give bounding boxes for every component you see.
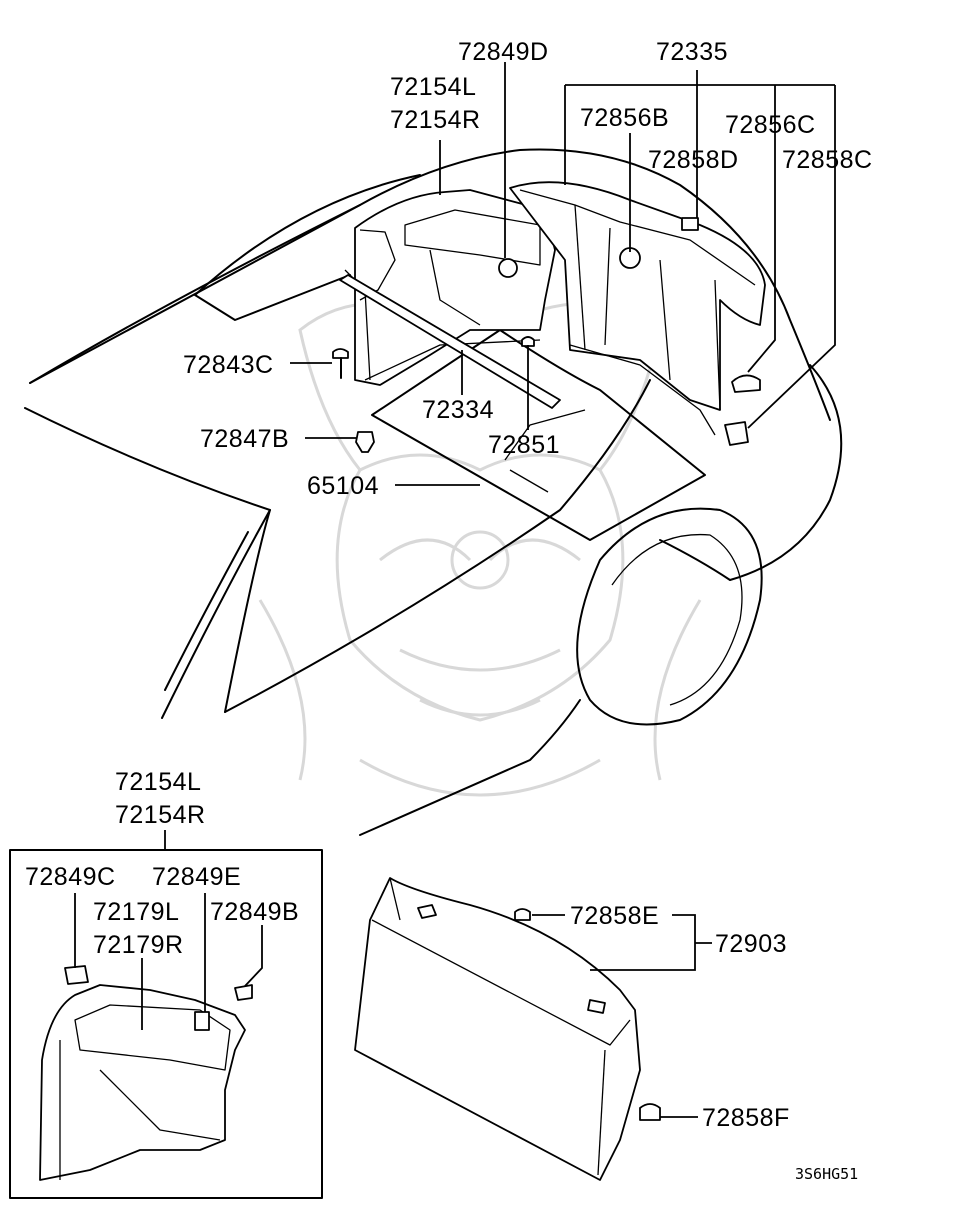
label-72154R-bottom: 72154R bbox=[115, 801, 206, 829]
label-72849B: 72849B bbox=[210, 898, 299, 926]
label-72847B: 72847B bbox=[200, 425, 289, 453]
trunk-floor-mat bbox=[371, 329, 706, 541]
weatherstrip bbox=[339, 274, 561, 409]
rear-panel-trim bbox=[509, 181, 766, 436]
label-72154R-top: 72154R bbox=[390, 106, 481, 134]
label-72154L-bottom: 72154L bbox=[115, 768, 201, 796]
label-72858E: 72858E bbox=[570, 902, 659, 930]
label-72851: 72851 bbox=[488, 431, 560, 459]
label-72856C: 72856C bbox=[725, 111, 816, 139]
label-72858F: 72858F bbox=[702, 1104, 790, 1132]
inset-box bbox=[9, 830, 323, 1199]
label-72858C: 72858C bbox=[782, 146, 873, 174]
label-72903: 72903 bbox=[715, 930, 787, 958]
label-72849C: 72849C bbox=[25, 863, 116, 891]
label-72179R: 72179R bbox=[93, 931, 184, 959]
label-72856B: 72856B bbox=[580, 104, 669, 132]
label-72179L: 72179L bbox=[93, 898, 179, 926]
label-72334: 72334 bbox=[422, 396, 494, 424]
leader-lines-upper bbox=[290, 62, 836, 486]
label-72843C: 72843C bbox=[183, 351, 274, 379]
car-body-outline bbox=[24, 148, 843, 836]
diagram-code: 3S6HG51 bbox=[795, 1165, 858, 1183]
label-72858D: 72858D bbox=[648, 146, 739, 174]
label-72335: 72335 bbox=[656, 38, 728, 66]
label-65104: 65104 bbox=[307, 472, 379, 500]
part-labels: 72849D 72335 72154L 72154R 72856B 72856C… bbox=[25, 38, 873, 1183]
fasteners bbox=[332, 336, 761, 453]
leader-lines-lower bbox=[532, 914, 712, 1118]
label-72849E: 72849E bbox=[152, 863, 241, 891]
left-side-trim bbox=[344, 189, 556, 386]
label-72154L-top: 72154L bbox=[390, 73, 476, 101]
label-72849D: 72849D bbox=[458, 38, 549, 66]
rear-shelf-panel bbox=[354, 877, 661, 1181]
